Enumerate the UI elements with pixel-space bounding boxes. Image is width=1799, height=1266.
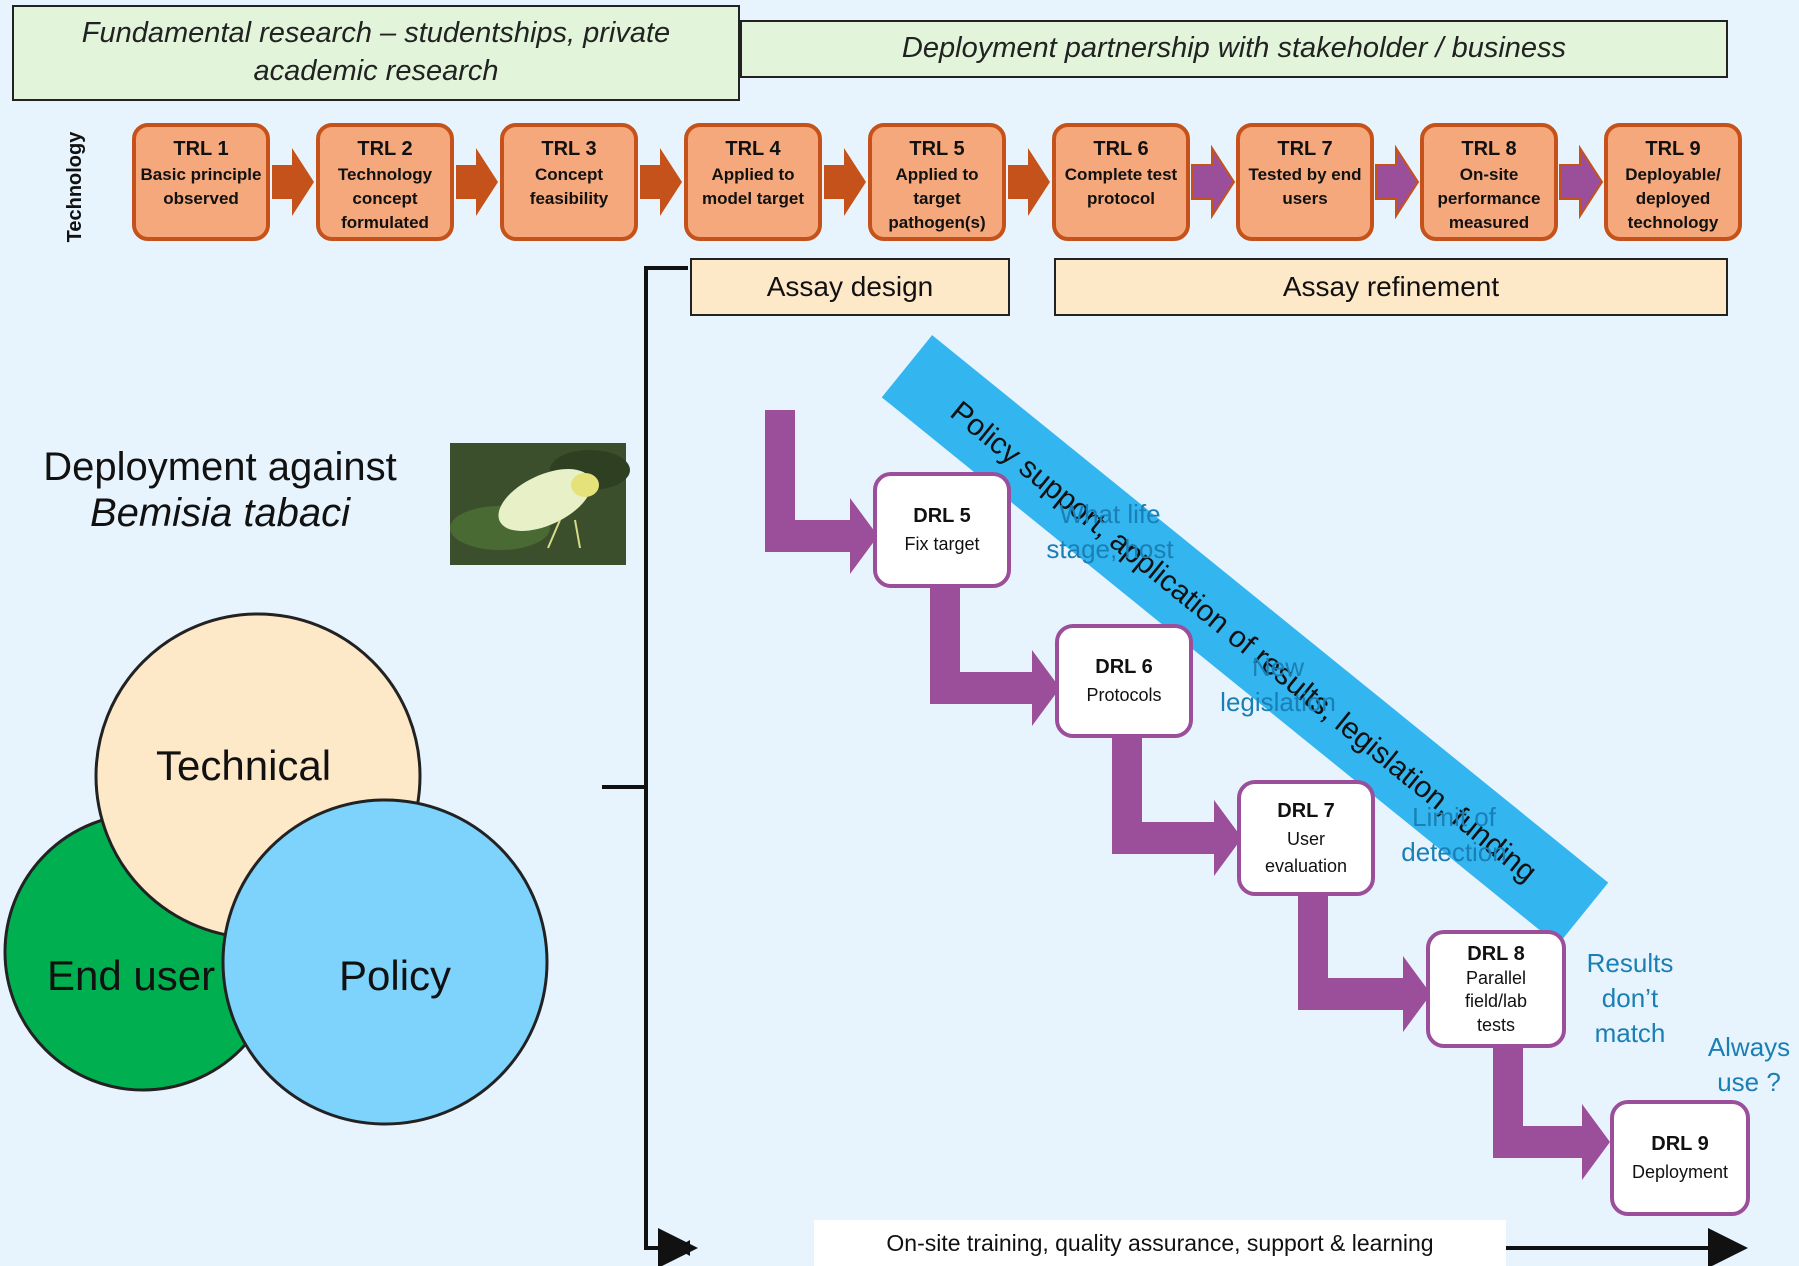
deployment-title-species: Bemisia tabaci	[89, 491, 351, 535]
whitefly-image	[450, 443, 630, 565]
drl-title: DRL 7	[1277, 800, 1335, 823]
trl-text: Concept feasibility	[529, 165, 609, 208]
venn-label-technical: Technical	[156, 742, 332, 789]
drl-arrow-6-7	[1112, 736, 1242, 876]
trl-title: TRL 2	[357, 138, 413, 160]
venn-label-end-user: End user	[47, 952, 216, 999]
trl-text: On-site performance measured	[1437, 165, 1541, 232]
trl-arrow-8	[1559, 144, 1604, 220]
deployment-title-line1: Deployment against	[43, 445, 397, 489]
drl-box-8: DRL 8 Parallel field/lab tests	[1426, 930, 1566, 1048]
deployment-partnership-banner: Deployment partnership with stakeholder …	[740, 20, 1728, 78]
drl-text: Parallel field/lab tests	[1464, 967, 1528, 1035]
drl-box-9: DRL 9 Deployment	[1610, 1100, 1750, 1216]
trl-box-2: TRL 2 Technology concept formulated	[316, 123, 454, 241]
trl-box-8: TRL 8 On-site performance measured	[1420, 123, 1558, 241]
note-legislation: New legislation	[1220, 652, 1336, 718]
note-life-stage: What life stage, host	[1046, 499, 1174, 565]
trl-arrow-2	[456, 148, 498, 216]
note-limit-of-detection: Limit of detection	[1401, 802, 1507, 868]
trl-text: Applied to target pathogen(s)	[888, 165, 986, 232]
venn-label-policy: Policy	[339, 952, 452, 999]
trl-arrow-3	[640, 148, 682, 216]
trl-title: TRL 5	[909, 138, 965, 160]
drl-box-6: DRL 6 Protocols	[1055, 624, 1193, 738]
trl-text: Technology concept formulated	[337, 165, 433, 232]
trl-title: TRL 6	[1093, 138, 1149, 160]
trl-title: TRL 7	[1277, 138, 1333, 160]
venn-circle-policy	[221, 798, 549, 1126]
trl-box-9: TRL 9 Deployable/ deployed technology	[1604, 123, 1742, 241]
drl-title: DRL 8	[1467, 942, 1525, 965]
trl-box-3: TRL 3 Concept feasibility	[500, 123, 638, 241]
drl-text: Fix target	[904, 534, 980, 555]
drl-arrow-8-9	[1493, 1046, 1610, 1180]
drl-arrow-entry	[765, 410, 878, 574]
bottom-training-bar: On-site training, quality assurance, sup…	[814, 1220, 1506, 1266]
bracket-lines	[602, 266, 690, 1250]
trl-arrow-5	[1008, 148, 1050, 216]
trl-arrow-7	[1375, 144, 1420, 220]
assay-design-box: Assay design	[690, 258, 1010, 316]
drl-text: Protocols	[1086, 685, 1162, 706]
trl-box-1: TRL 1 Basic principle observed	[132, 123, 270, 241]
trl-title: TRL 3	[541, 138, 597, 160]
trl-text: Complete test protocol	[1064, 165, 1178, 208]
trl-box-6: TRL 6 Complete test protocol	[1052, 123, 1190, 241]
trl-text: Basic principle observed	[140, 165, 262, 208]
deployment-title: Deployment against Bemisia tabaci	[20, 444, 420, 536]
bottom-arrowhead-left	[676, 1240, 690, 1256]
fundamental-research-banner: Fundamental research – studentships, pri…	[12, 5, 740, 101]
venn-diagram	[3, 612, 549, 1126]
trl-text: Applied to model target	[701, 165, 805, 208]
trl-box-7: TRL 7 Tested by end users	[1236, 123, 1374, 241]
trl-title: TRL 4	[725, 138, 781, 160]
drl-box-5: DRL 5 Fix target	[873, 472, 1011, 588]
assay-refinement-box: Assay refinement	[1054, 258, 1728, 316]
trl-connector-arrows	[272, 144, 1604, 220]
trl-box-5: TRL 5 Applied to target pathogen(s)	[868, 123, 1006, 241]
drl-title: DRL 9	[1651, 1133, 1709, 1156]
trl-text: Tested by end users	[1248, 165, 1362, 208]
drl-title: DRL 6	[1095, 656, 1153, 679]
trl-title: TRL 9	[1645, 138, 1701, 160]
drl-text: Deployment	[1631, 1162, 1729, 1183]
drl-text: User evaluation	[1264, 829, 1348, 876]
trl-arrow-1	[272, 148, 314, 216]
assay-refinement-label: Assay refinement	[1282, 271, 1500, 302]
trl-title: TRL 8	[1461, 138, 1517, 160]
trl-arrow-4	[824, 148, 866, 216]
drl-staircase-arrows	[765, 410, 1610, 1180]
trl-title: TRL 1	[173, 138, 229, 160]
technology-label: Technology	[64, 131, 86, 243]
drl-arrow-7-8	[1298, 896, 1431, 1032]
drl-box-7: DRL 7 User evaluation	[1237, 780, 1375, 896]
drl-arrow-5-6	[930, 587, 1060, 726]
note-always-use: Always use ?	[1707, 1032, 1791, 1098]
deployment-partnership-text: Deployment partnership with stakeholder …	[901, 32, 1567, 65]
drl-title: DRL 5	[913, 505, 971, 528]
note-results-dont-match: Results don’t match	[1586, 948, 1674, 1049]
assay-design-label: Assay design	[766, 271, 934, 302]
bottom-training-text: On-site training, quality assurance, sup…	[886, 1229, 1434, 1256]
trl-box-4: TRL 4 Applied to model target	[684, 123, 822, 241]
trl-text: Deployable/ deployed technology	[1625, 165, 1721, 232]
fundamental-research-text: Fundamental research – studentships, pri…	[81, 17, 671, 87]
trl-arrow-6	[1191, 144, 1236, 220]
